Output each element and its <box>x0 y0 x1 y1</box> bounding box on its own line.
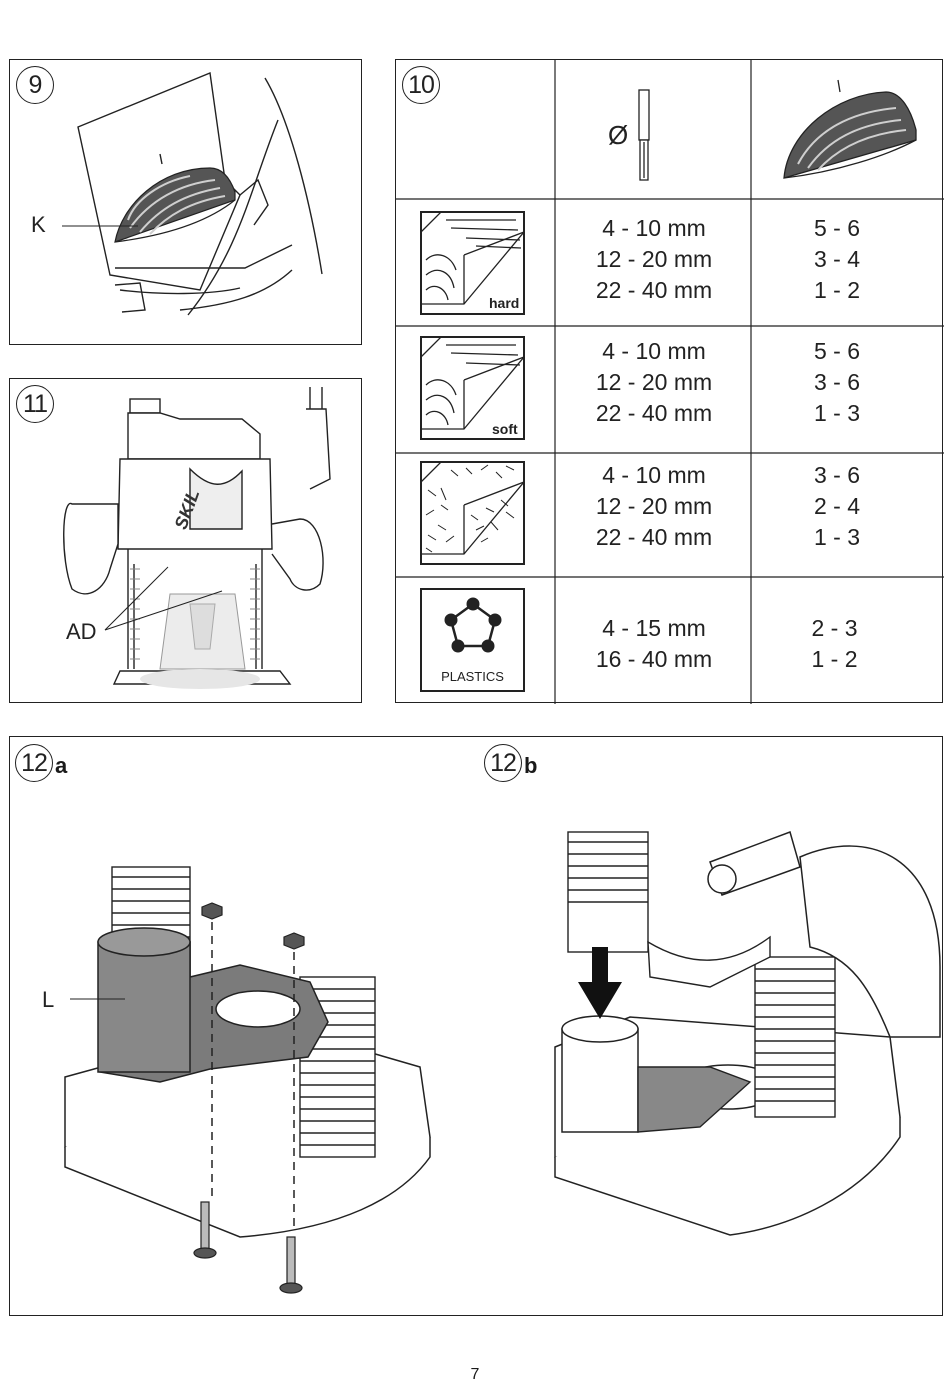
diameter-value: 22 - 40 mm <box>595 400 713 426</box>
diameter-value: 12 - 20 mm <box>595 493 713 519</box>
setting-value: 1 - 3 <box>813 400 861 426</box>
figure-11-panel: 11 AD SKIL <box>9 378 362 703</box>
setting-value: 5 - 6 <box>813 215 861 241</box>
figure-11-number: 11 <box>16 385 54 423</box>
figure-12a-suffix: a <box>55 753 68 778</box>
row-hard-settings: 5 - 6 3 - 4 1 - 2 <box>752 213 922 306</box>
row-soft-settings: 5 - 6 3 - 6 1 - 3 <box>752 336 922 429</box>
material-label-plastics: PLASTICS <box>441 669 504 684</box>
particleboard-icon <box>420 461 525 565</box>
setting-value: 3 - 6 <box>813 369 861 395</box>
setting-value: 2 - 4 <box>813 493 861 519</box>
setting-value: 1 - 2 <box>811 646 858 672</box>
row-plastics-settings: 2 - 3 1 - 2 <box>752 613 917 675</box>
diameter-value: 22 - 40 mm <box>595 277 713 303</box>
row-particleboard-diameters: 4 - 10 mm 12 - 20 mm 22 - 40 mm <box>556 460 752 553</box>
dust-extraction-illustration <box>64 831 941 1294</box>
softwood-icon <box>420 336 525 440</box>
setting-value: 3 - 4 <box>813 246 861 272</box>
material-label-hard: hard <box>489 295 520 311</box>
router-bit-icon <box>638 89 650 181</box>
setting-value: 1 - 2 <box>813 277 861 303</box>
setting-value: 1 - 3 <box>813 524 861 550</box>
figure-10-number: 10 <box>402 66 440 104</box>
row-hard-diameters: 4 - 10 mm 12 - 20 mm 22 - 40 mm <box>556 213 752 306</box>
diameter-value: 12 - 20 mm <box>595 246 713 272</box>
row-particleboard-settings: 3 - 6 2 - 4 1 - 3 <box>752 460 922 553</box>
figure-12b-suffix: b <box>524 753 538 778</box>
label-ad: AD <box>66 619 97 644</box>
diameter-value: 12 - 20 mm <box>595 369 713 395</box>
depth-dial-icon <box>783 79 917 179</box>
figure-9-panel: 9 K <box>9 59 362 345</box>
row-plastics-diameters: 4 - 15 mm 16 - 40 mm <box>556 613 752 675</box>
diameter-value: 4 - 10 mm <box>602 462 706 488</box>
diameter-value: 16 - 40 mm <box>595 646 713 672</box>
page-number: 7 <box>470 1366 480 1383</box>
table-grid <box>396 60 944 704</box>
label-l: L <box>42 987 55 1012</box>
figure-10-table: 10 Ø hard soft PLASTICS 4 - 10 mm 12 - 2… <box>395 59 944 704</box>
hardwood-icon <box>420 211 525 315</box>
material-label-soft: soft <box>492 421 518 437</box>
setting-value: 3 - 6 <box>813 462 861 488</box>
setting-value: 5 - 6 <box>813 338 861 364</box>
setting-value: 2 - 3 <box>811 615 858 641</box>
row-soft-diameters: 4 - 10 mm 12 - 20 mm 22 - 40 mm <box>556 336 752 429</box>
depth-dial-illustration <box>62 72 323 316</box>
figure-12-panel: 12 a 12 b L <box>9 736 943 1316</box>
label-k: K <box>31 212 46 237</box>
diameter-value: 4 - 10 mm <box>602 215 706 241</box>
plastics-icon <box>420 588 525 692</box>
diameter-symbol: Ø <box>608 120 629 150</box>
diameter-value: 4 - 15 mm <box>602 615 706 641</box>
figure-9-number: 9 <box>16 66 54 104</box>
diameter-value: 4 - 10 mm <box>602 338 706 364</box>
figure-12a-number: 12 <box>15 744 53 782</box>
diameter-value: 22 - 40 mm <box>595 524 713 550</box>
router-illustration <box>63 387 331 689</box>
figure-12b-number: 12 <box>484 744 522 782</box>
